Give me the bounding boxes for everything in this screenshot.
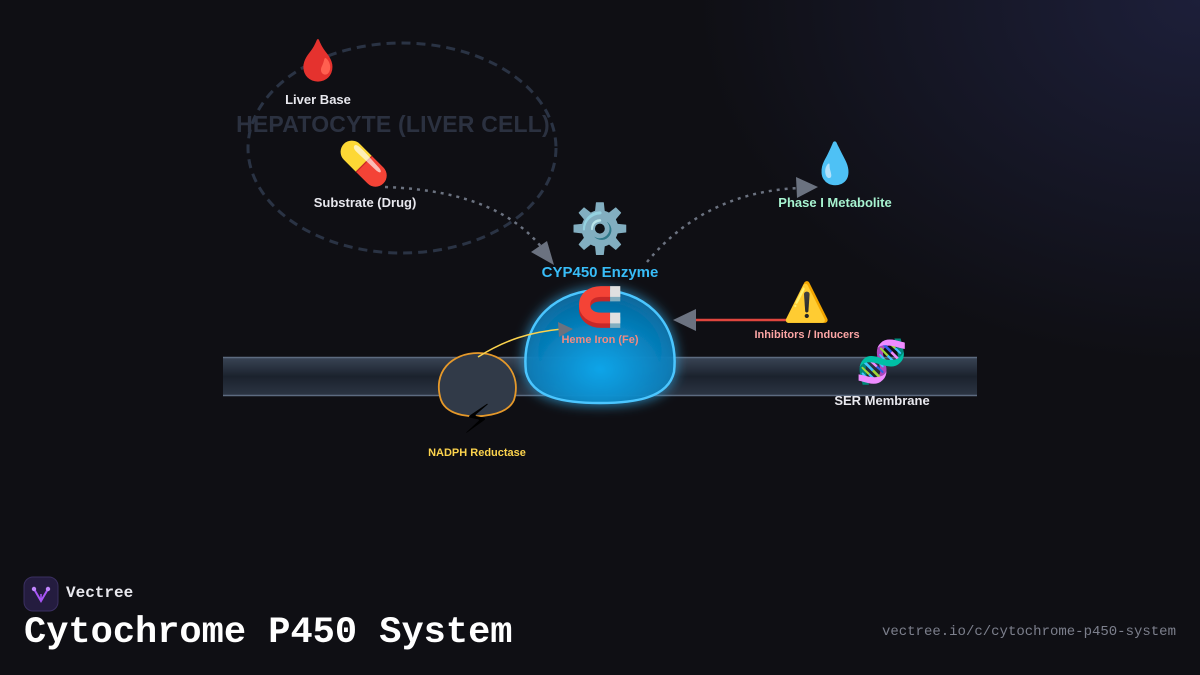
phase-i-metabolite-label: Phase I Metabolite — [778, 195, 892, 210]
nadph-reductase-label: NADPH Reductase — [428, 447, 526, 459]
lightning-icon: ⚡ — [462, 397, 492, 443]
magnet-icon: 🧲 — [576, 285, 624, 329]
cyp450-enzyme-label: CYP450 Enzyme — [541, 264, 659, 281]
ser-membrane-label: SER Membrane — [834, 393, 930, 408]
brand-name: Vectree — [66, 584, 134, 602]
water-drop-icon: 💧 — [810, 141, 860, 187]
dna-icon: 🧬 — [855, 337, 909, 386]
gear-icon: ⚙️ — [570, 201, 630, 257]
hepatocyte-label: HEPATOCYTE (LIVER CELL) — [236, 111, 550, 137]
substrate-label: Substrate (Drug) — [313, 195, 417, 210]
enzyme-to-metabolite-arrow — [646, 186, 801, 263]
liver-base-label: Liver Base — [285, 92, 351, 107]
inhibitors-inducers-label: Inhibitors / Inducers — [754, 329, 860, 341]
substrate-to-enzyme-arrow — [384, 185, 550, 257]
pill-icon: 💊 — [337, 139, 391, 188]
hepatocyte-boundary — [246, 41, 558, 255]
electron-transfer-arrow — [477, 328, 563, 358]
warning-icon: ⚠️ — [783, 280, 831, 324]
page-title: Cytochrome P450 System — [24, 612, 513, 654]
nadph-reductase-shape — [437, 352, 517, 418]
vectree-logo-icon — [23, 576, 59, 612]
blood-drop-icon: 🩸 — [293, 38, 343, 84]
cyp450-enzyme-shape — [524, 288, 676, 405]
heme-iron-label: Heme Iron (Fe) — [561, 334, 639, 346]
source-url: vectree.io/c/cytochrome-p450-system — [881, 624, 1176, 640]
